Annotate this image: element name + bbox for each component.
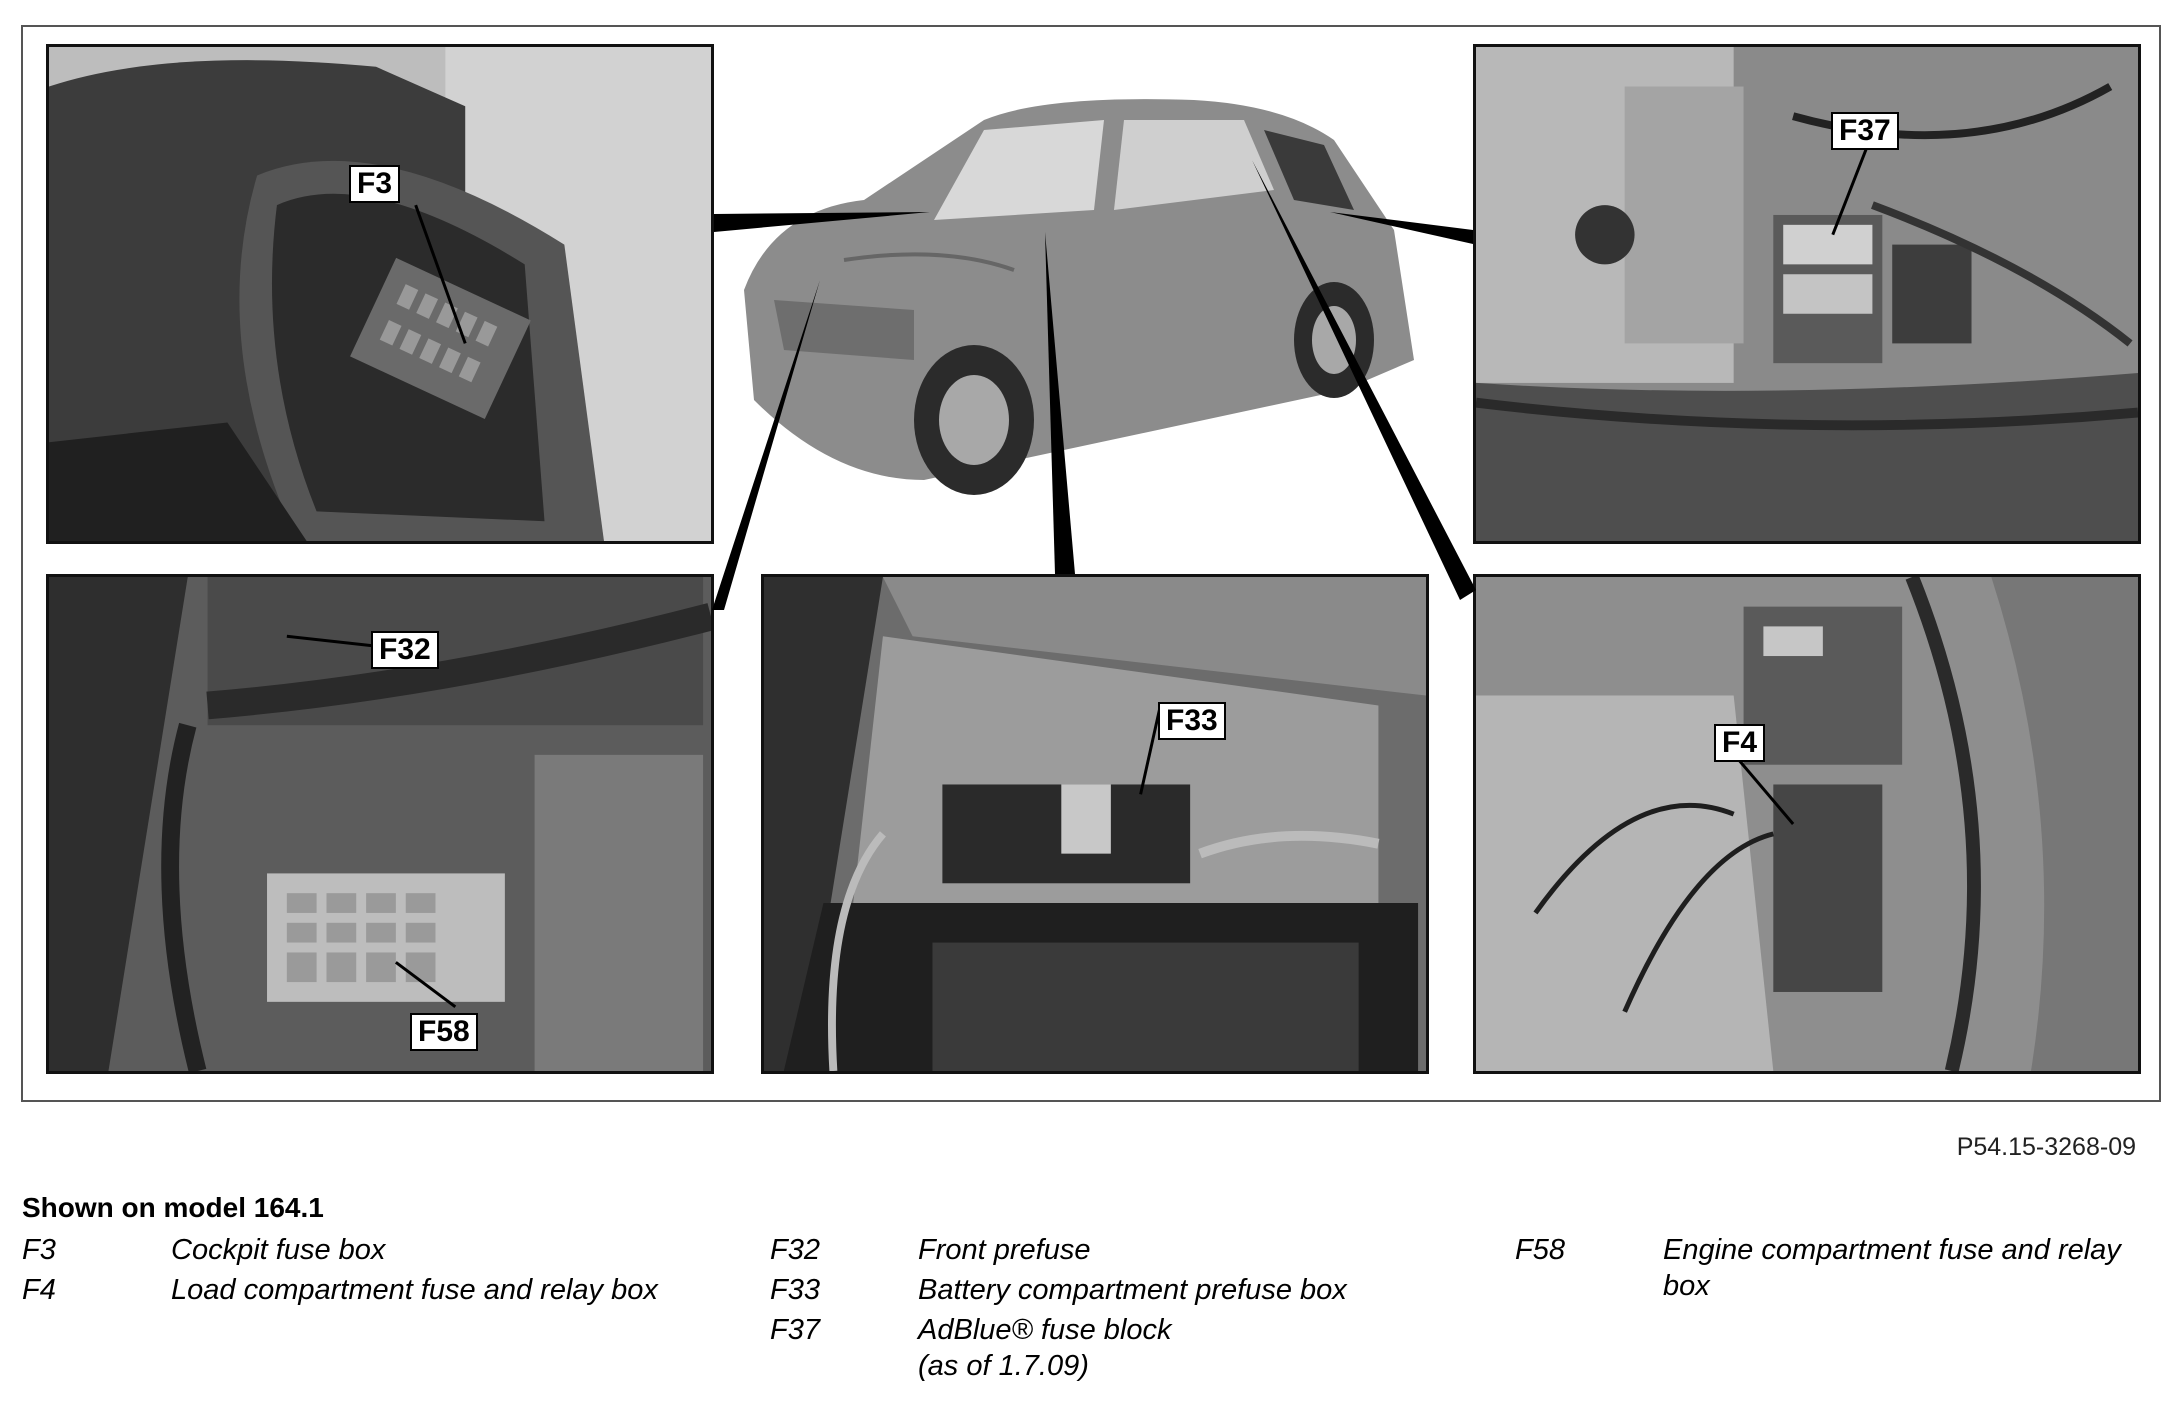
legend-code: F58	[1515, 1234, 1565, 1266]
callout-f32: F32	[371, 631, 439, 669]
legend-description: Battery compartment prefuse box	[918, 1274, 1347, 1306]
legend-description: Engine compartment fuse and relay box	[1663, 1234, 2121, 1302]
battery-compartment-photo: F33	[761, 574, 1429, 1074]
figure-reference-code: P54.15-3268-09	[1956, 1133, 2136, 1161]
legend-description: Load compartment fuse and relay box	[171, 1274, 658, 1306]
engine-compartment-photo: F32 F58	[46, 574, 714, 1074]
legend-code: F37	[770, 1314, 820, 1346]
callout-f4: F4	[1714, 724, 1766, 762]
legend-description: AdBlue® fuse block (as of 1.7.09)	[918, 1314, 1172, 1382]
callout-f37: F37	[1831, 112, 1899, 150]
adblue-fuse-block-photo: F37	[1473, 44, 2141, 544]
load-compartment-photo: F4	[1473, 574, 2141, 1074]
legend-description: Front prefuse	[918, 1234, 1091, 1266]
legend-description: Cockpit fuse box	[171, 1234, 386, 1266]
callout-f3: F3	[349, 165, 401, 203]
cockpit-fuse-box-photo: F3	[46, 44, 714, 544]
legend-code: F33	[770, 1274, 820, 1306]
legend-code: F3	[22, 1234, 56, 1266]
callout-f58: F58	[410, 1013, 478, 1051]
legend-code: F4	[22, 1274, 56, 1306]
callout-f33: F33	[1158, 702, 1226, 740]
caption-title: Shown on model 164.1	[22, 1192, 324, 1223]
legend-code: F32	[770, 1234, 820, 1266]
vehicle-illustration	[714, 60, 1473, 580]
